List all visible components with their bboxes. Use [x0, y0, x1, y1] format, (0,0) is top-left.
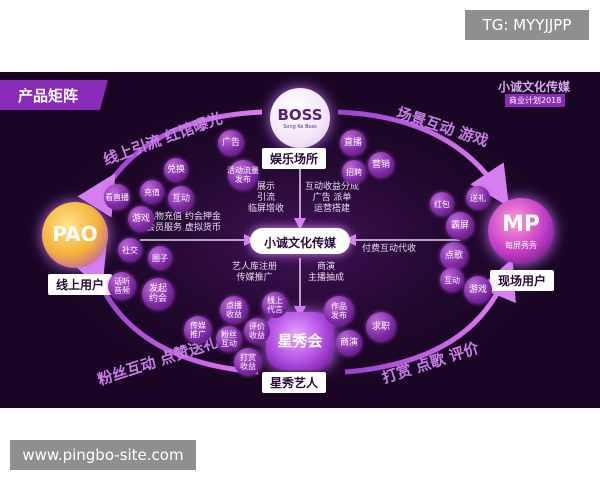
pao-logo-text: PAO: [52, 222, 98, 246]
bubble-top-live: 直播: [340, 130, 366, 156]
node-right-logo: MP 每屏秀秀: [488, 198, 554, 264]
bubble-left-date: 发起 约会: [142, 278, 174, 310]
flow-label-top-right: 互动收益分成 广告 派单 运营搭建: [305, 182, 360, 214]
bubble-left-game: 游戏: [128, 206, 154, 232]
header-banner-shape: [0, 80, 108, 110]
watermark-tag-bottom: www.pingbo-site.com: [10, 440, 196, 470]
bubble-top-recruit: 招聘: [342, 160, 366, 184]
brand-name: 小诚文化传媒: [498, 80, 571, 94]
bubble-left-social: 社交: [118, 238, 142, 262]
center-label: 小诚文化传媒: [263, 236, 336, 250]
product-matrix-panel: 产品矩阵 小诚文化传媒 商业计划2018 线上引流 红馆曝光 场景互动 游戏 粉…: [0, 72, 600, 408]
node-bottom-logo: 星秀会: [266, 312, 334, 370]
node-top-label: 娱乐场所: [262, 148, 327, 169]
bubble-right-dominate: 霸屏: [446, 212, 474, 240]
star-logo-text: 星秀会: [277, 332, 323, 350]
bubble-left-watch-live: 看直播: [104, 184, 130, 210]
mp-logo-text: MP: [501, 212, 541, 237]
flow-label-bottom-left: 艺人库注册 传媒推广: [232, 262, 278, 283]
bubble-right-redpacket: 红包: [430, 192, 454, 216]
arc-top-right: [337, 109, 509, 207]
node-bottom-label: 星秀艺人: [262, 372, 327, 393]
node-right-label: 现场用户: [490, 270, 555, 291]
flow-label-top-left: 展示 引流 临屏增收: [248, 182, 285, 214]
brand-subtitle: 商业计划2018: [505, 94, 566, 107]
center-hub: 小诚文化传媒: [250, 228, 350, 254]
bubble-bottom-vod-income: 点播 收益: [220, 296, 248, 324]
mp-logo-subtext: 每屏秀秀: [505, 241, 537, 250]
flow-label-bottom-right: 商演 主播抽成: [308, 262, 345, 283]
bubble-bottom-endorsement: 线上 代言: [262, 292, 288, 318]
bubble-left-circle: 圈子: [148, 246, 172, 270]
arc-top-left: [77, 109, 263, 218]
watermark-tag-top: TG: MYYJJPP: [465, 10, 589, 40]
node-left-label: 线上用户: [48, 274, 113, 295]
node-left-logo: PAO: [42, 202, 108, 268]
bubble-right-gift: 送礼: [466, 186, 490, 210]
node-top-logo: BOSS Song Ke Boss: [270, 88, 330, 148]
bubble-bottom-review-income: 评价 收益: [244, 318, 270, 344]
flow-label-right: 付费互动代收: [362, 244, 417, 254]
boss-logo-text: BOSS: [277, 106, 323, 124]
bubble-left-exchange: 兑换: [164, 158, 188, 182]
bubble-top-activity: 活动流量 发布: [227, 160, 259, 190]
boss-logo-subtext: Song Ke Boss: [283, 124, 317, 130]
bubble-left-recharge: 充值: [140, 180, 164, 204]
bubble-top-marketing: 营销: [368, 152, 394, 178]
bubble-top-ad: 广告: [218, 130, 244, 156]
bubble-bottom-performance: 商演: [336, 330, 362, 356]
bubble-right-interact: 互动: [440, 268, 464, 292]
bubble-bottom-job: 求职: [366, 312, 396, 342]
bubble-left-interact: 互动: [168, 186, 194, 212]
header-title: 产品矩阵: [18, 87, 79, 105]
bubble-bottom-tip-income: 打赏 收益: [234, 348, 262, 376]
bubble-bottom-works: 作品 发布: [324, 296, 354, 326]
bubble-left-audio: 话听 音频: [108, 272, 136, 300]
flow-label-left: 礼物充值 约会押金 会员服务 虚拟货币: [146, 212, 221, 233]
bubble-bottom-fan-interact: 粉丝 互动: [216, 326, 242, 352]
bubble-right-song: 点歌: [440, 242, 468, 270]
arc-bottom-right: [344, 258, 516, 375]
bubble-right-game: 游戏: [464, 276, 492, 304]
bubble-bottom-promotion: 传媒 推广: [184, 316, 212, 344]
